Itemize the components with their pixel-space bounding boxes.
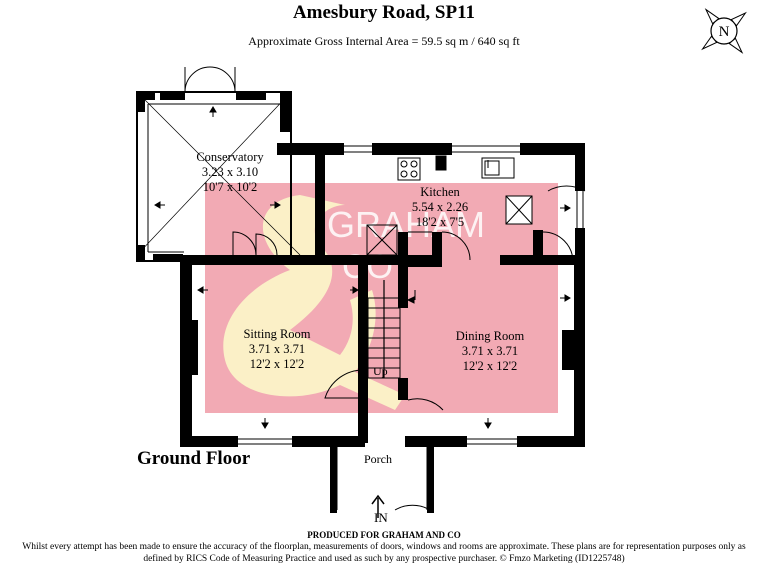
kitchen-fixtures: [366, 155, 533, 256]
room-metric: 3.71 x 3.71: [248, 342, 306, 356]
watermark: GRAHAM CO: [205, 183, 558, 413]
room-metric: 3.23 x 3.10: [201, 165, 259, 179]
page-title: Amesbury Road, SP11: [292, 2, 476, 23]
room-imperial: 10'7 x 10'2: [202, 180, 258, 194]
compass-letter: N: [719, 24, 730, 40]
staircase: [367, 280, 401, 379]
room-imperial: 18'2 x 7'5: [415, 215, 465, 229]
measurement-markers: [154, 106, 571, 429]
produced-for-text: PRODUCED FOR GRAHAM AND CO: [307, 530, 461, 540]
room-name: Kitchen: [420, 185, 460, 199]
room-dining-room: Dining Room 3.71 x 3.71 12'2 x 12'2: [435, 329, 545, 374]
room-metric: 3.71 x 3.71: [461, 344, 519, 358]
room-sitting-room: Sitting Room 3.71 x 3.71 12'2 x 12'2: [222, 327, 332, 372]
room-kitchen: Kitchen 5.54 x 2.26 18'2 x 7'5: [390, 185, 490, 230]
room-metric: 5.54 x 2.26: [411, 200, 469, 214]
window-markers: [137, 92, 291, 261]
room-imperial: 12'2 x 12'2: [249, 357, 305, 371]
stairs-up-label: Up: [373, 364, 388, 378]
floor-name: Ground Floor: [137, 448, 251, 469]
compass-icon: N: [701, 8, 747, 54]
main-walls: [180, 143, 585, 513]
room-name: Conservatory: [196, 150, 264, 164]
window-lines: [238, 145, 584, 510]
entrance-label: IN: [374, 510, 388, 525]
room-name: Dining Room: [455, 329, 525, 343]
disclaimer-text: Whilst every attempt has been made to en…: [22, 542, 746, 564]
room-name: Sitting Room: [243, 327, 311, 341]
gross-area-text: Approximate Gross Internal Area = 59.5 s…: [248, 34, 520, 48]
hob-icon: [397, 157, 421, 181]
room-conservatory: Conservatory 3.23 x 3.10 10'7 x 10'2: [180, 150, 280, 195]
entrance-arrow-icon: [371, 494, 385, 518]
room-porch: Porch: [364, 452, 392, 466]
room-imperial: 12'2 x 12'2: [462, 359, 518, 373]
door-swings: [232, 185, 586, 511]
